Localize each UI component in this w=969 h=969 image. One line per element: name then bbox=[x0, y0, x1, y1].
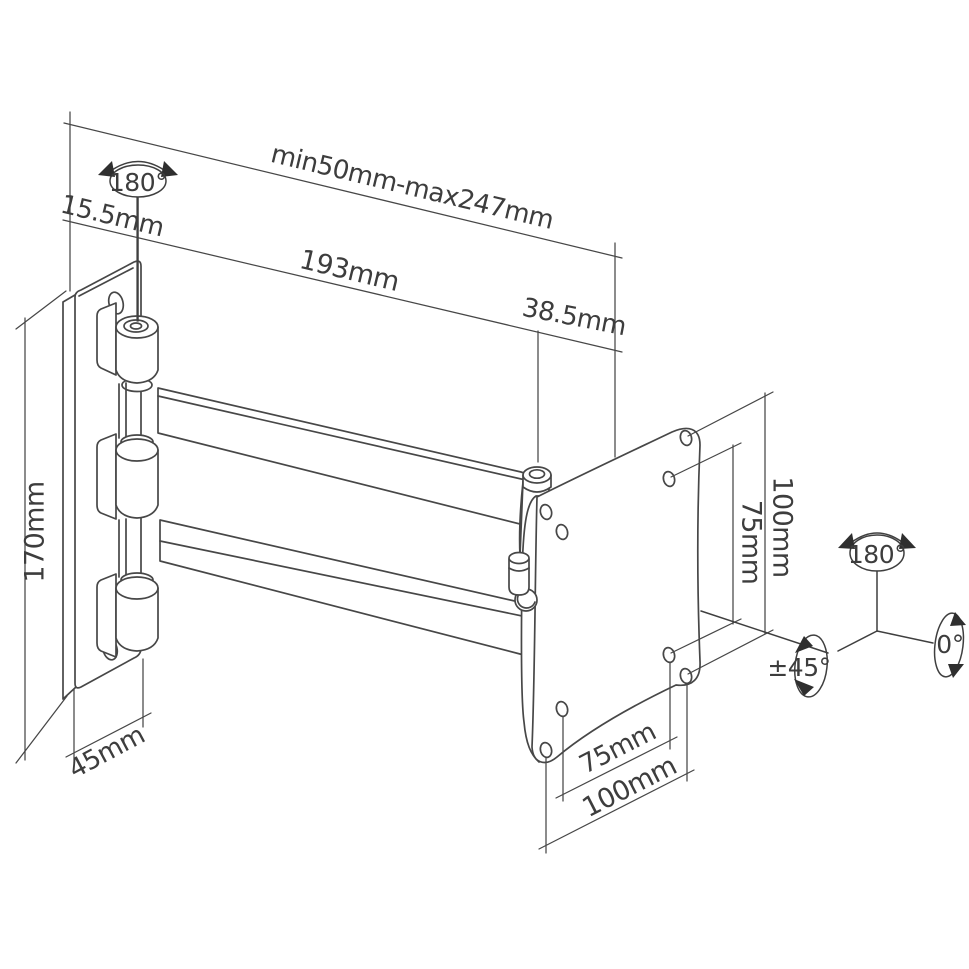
tilt-mechanism bbox=[508, 551, 538, 612]
tilt-indicator bbox=[794, 634, 828, 698]
tilt-range-label: ±45° bbox=[767, 653, 830, 682]
tilt-cylinder-ring bbox=[508, 567, 530, 572]
plate-width-label: 45mm bbox=[64, 720, 150, 785]
rotation-indicator bbox=[933, 612, 966, 678]
hinge-screw-head bbox=[123, 319, 149, 333]
swivel-arrow-left bbox=[98, 161, 115, 177]
hinge-barrel-bottom-cap bbox=[115, 576, 159, 600]
vesa-holes-100 bbox=[539, 429, 693, 759]
tilt-arrow-top bbox=[795, 636, 813, 653]
joint-column-edge bbox=[518, 481, 524, 557]
dim-line-vesa-width-100 bbox=[538, 769, 695, 850]
hinge-screw-socket bbox=[129, 322, 143, 330]
wall-swivel-indicator bbox=[98, 160, 178, 322]
swivel-ellipse bbox=[109, 164, 167, 198]
vesa-height-100-label: 100mm bbox=[767, 476, 798, 577]
arm-length-label: 193mm bbox=[296, 244, 402, 298]
head-swivel-indicator bbox=[700, 532, 934, 654]
ext-vesa-tr-75 bbox=[670, 442, 742, 478]
hinge-column bbox=[96, 302, 159, 658]
rotation-arrow-bottom bbox=[948, 664, 964, 678]
hinge-pin-strip-1 bbox=[118, 382, 127, 439]
tilt-cylinder-cap bbox=[508, 551, 530, 565]
hinge-bracket-top bbox=[96, 302, 117, 376]
dim-line-extension-range bbox=[63, 122, 623, 259]
ext-vesa-br-75 bbox=[670, 618, 742, 654]
vesa-hole bbox=[555, 700, 569, 718]
head-swivel-arc bbox=[851, 532, 903, 543]
head-swivel-ellipse bbox=[849, 534, 905, 572]
dim-line-vesa-width-75 bbox=[555, 736, 678, 799]
upper-arm-top-edge bbox=[157, 395, 531, 482]
plate-height-label: 170mm bbox=[20, 481, 51, 582]
wall-offset-label: 15.5mm bbox=[58, 190, 167, 244]
hinge-pin-strip-2 bbox=[118, 518, 127, 578]
tilt-arrow-bottom bbox=[794, 679, 814, 696]
arm-pivot bbox=[522, 466, 552, 493]
swivel-arc bbox=[111, 160, 165, 171]
wall-swivel-label: 180° bbox=[109, 168, 167, 197]
vesa-hole bbox=[662, 646, 676, 664]
lower-arm-top-edge bbox=[159, 540, 528, 618]
ext-vesa-tr-100 bbox=[687, 391, 774, 437]
ext-vesa-br-100 bbox=[687, 629, 774, 675]
upper-arm bbox=[157, 387, 532, 527]
extension-range-label: min50mm-max247mm bbox=[268, 139, 556, 236]
head-swivel-arrow-left bbox=[838, 533, 855, 549]
vesa-hole bbox=[539, 503, 553, 521]
axis-branch-tilt bbox=[837, 630, 878, 652]
vesa-hole bbox=[539, 741, 553, 759]
vesa-hole bbox=[662, 470, 676, 488]
swivel-arrow-right bbox=[161, 161, 178, 177]
pivot-socket bbox=[528, 468, 546, 480]
hinge-barrel-bottom bbox=[115, 587, 159, 652]
dim-line-arm-offsets bbox=[62, 219, 623, 353]
ext-plate-top bbox=[15, 290, 67, 330]
tilt-disc-inner bbox=[516, 595, 536, 609]
wall-screw-slot-top bbox=[107, 291, 125, 315]
rotation-ellipse bbox=[933, 612, 965, 678]
tilt-ellipse bbox=[794, 634, 828, 698]
tilt-cylinder bbox=[508, 558, 530, 596]
hinge-barrel-middle bbox=[115, 449, 159, 519]
vesa-hole bbox=[679, 429, 693, 447]
head-offset-label: 38.5mm bbox=[520, 293, 629, 342]
lower-arm-body bbox=[159, 519, 528, 656]
vesa-holes-75 bbox=[555, 470, 676, 718]
dim-line-plate-width bbox=[65, 712, 152, 758]
rotation-zero-label: 0° bbox=[936, 630, 963, 659]
head-swivel-label: 180° bbox=[848, 540, 906, 569]
wall-plate-bevel bbox=[78, 267, 134, 297]
hinge-bracket-bottom bbox=[96, 573, 117, 658]
vesa-height-75-label: 75mm bbox=[736, 500, 767, 585]
head-swivel-arrow-right bbox=[899, 533, 916, 549]
lower-arm bbox=[159, 519, 528, 656]
axis-branch-rotation bbox=[876, 630, 934, 644]
rotation-arrow-top bbox=[950, 612, 966, 626]
hinge-barrel-middle-cap bbox=[115, 438, 159, 462]
ext-plate-bottom bbox=[15, 695, 68, 764]
hinge-barrel-top bbox=[115, 326, 159, 384]
vesa-hole bbox=[679, 667, 693, 685]
dimension-lines bbox=[15, 111, 774, 854]
vesa-plate-face bbox=[531, 427, 701, 764]
hinge-bracket-middle bbox=[96, 433, 117, 520]
pivot-cap bbox=[522, 466, 552, 484]
vesa-hole bbox=[555, 523, 569, 541]
